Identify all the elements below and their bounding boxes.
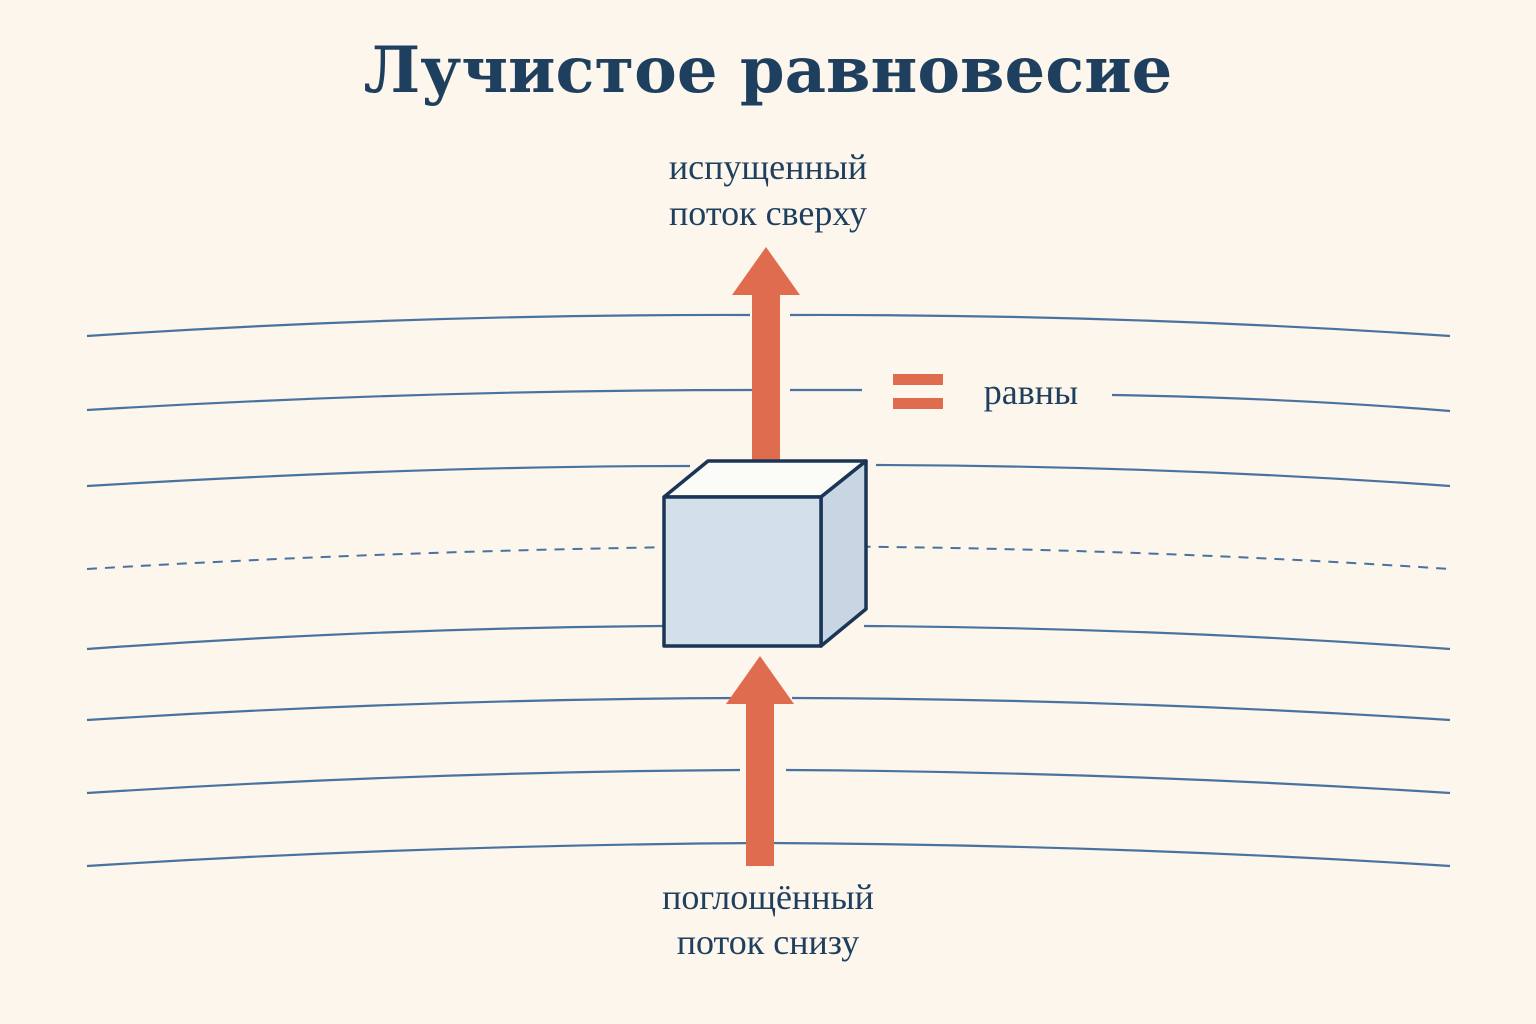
air-parcel-cube	[662, 459, 868, 648]
layer-line-7-right	[785, 768, 1451, 795]
equals-bar-top	[893, 374, 943, 385]
layer-line-1-right	[789, 313, 1451, 338]
equals-bar-bottom	[893, 398, 943, 409]
layer-line-5-left	[86, 624, 665, 651]
absorbed-flux-arrow	[726, 656, 794, 866]
emitted-arrow-shaft	[752, 293, 780, 461]
cube-front-face	[662, 495, 823, 648]
layer-line-3-right	[875, 463, 1451, 488]
emitted-label-line2: поток сверху	[669, 193, 867, 233]
emitted-arrow-head	[732, 247, 800, 295]
layer-line-6-left	[86, 696, 745, 722]
layer-line-5-right	[863, 624, 1451, 651]
emitted-flux-arrow	[732, 247, 800, 461]
absorbed-arrow-head	[726, 656, 794, 704]
absorbed-arrow-shaft	[746, 702, 774, 866]
layer-line-3-left	[86, 464, 691, 488]
diagram-title: Лучистое равновесие	[364, 33, 1173, 108]
layer-line-7-left	[86, 768, 741, 795]
equal-label: равны	[984, 372, 1078, 412]
absorbed-label-line2: поток снизу	[677, 922, 860, 962]
emitted-label-line1: испущенный	[669, 147, 867, 187]
absorbed-label-line1: поглощённый	[662, 877, 874, 917]
layer-line-2-right	[1111, 393, 1451, 413]
layer-line-6-right	[791, 696, 1451, 722]
layer-line-1-left	[86, 313, 751, 338]
equals-sign	[893, 374, 943, 409]
layer-line-2-left	[86, 388, 753, 412]
